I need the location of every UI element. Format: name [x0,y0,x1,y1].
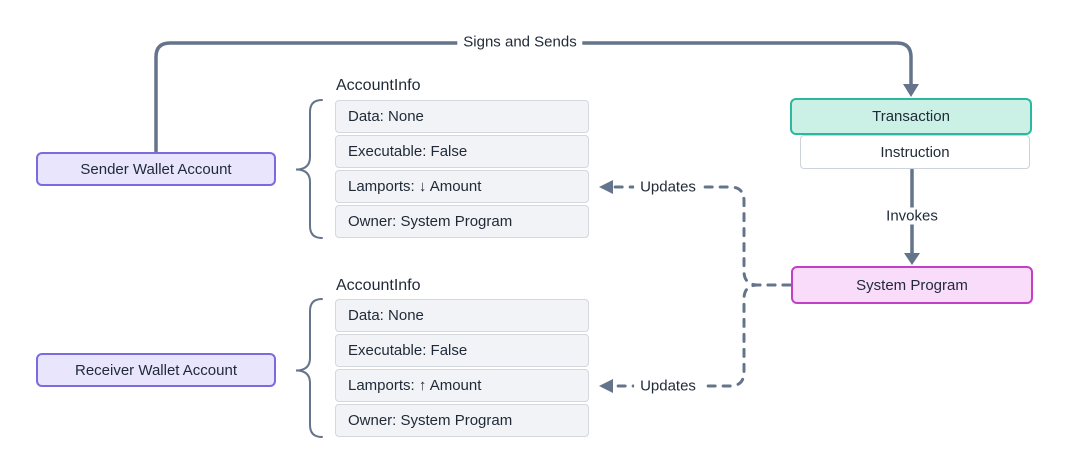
updates-sender-connector [604,185,792,287]
receiver-accountinfo-title: AccountInfo [336,277,421,294]
instruction-node: Instruction [800,135,1030,169]
arrowhead-left-sender-lamports [599,180,613,194]
sender-accountinfo-title: AccountInfo [336,77,421,94]
receiver-row-executable: Executable: False [335,334,589,367]
receiver-row-lamports: Lamports: ↑ Amount [335,369,589,402]
updates-receiver-connector [604,283,792,388]
receiver-row-owner: Owner: System Program [335,404,589,437]
arrowhead-down-transaction [903,84,919,97]
receiver-accountinfo-table: Data: None Executable: False Lamports: ↑… [335,299,589,437]
updates-receiver-label: Updates [634,377,702,395]
updates-sender-label: Updates [634,178,702,196]
sender-row-data: Data: None [335,100,589,133]
arrowhead-left-receiver-lamports [599,379,613,393]
system-program-node: System Program [791,266,1033,304]
transaction-node: Transaction [790,98,1032,135]
sender-wallet-node: Sender Wallet Account [36,152,276,186]
sender-row-owner: Owner: System Program [335,205,589,238]
sender-brace [295,99,323,239]
invokes-label: Invokes [880,207,944,225]
sender-row-lamports: Lamports: ↓ Amount [335,170,589,203]
signs-and-sends-label: Signs and Sends [457,33,583,51]
sender-accountinfo-table: Data: None Executable: False Lamports: ↓… [335,100,589,238]
sender-row-executable: Executable: False [335,135,589,168]
receiver-row-data: Data: None [335,299,589,332]
receiver-wallet-node: Receiver Wallet Account [36,353,276,387]
arrowhead-down-system-program [904,253,920,265]
receiver-brace [295,298,323,438]
